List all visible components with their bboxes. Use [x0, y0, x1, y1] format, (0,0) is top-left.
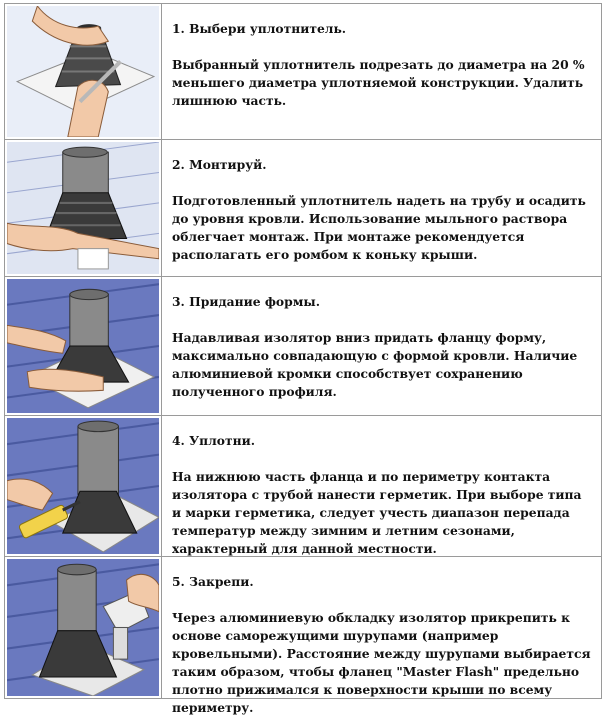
- step-row-1: 1. Выбери уплотнитель. Выбранный уплотни…: [5, 4, 601, 140]
- step-title: 2. Монтируй.: [172, 157, 267, 172]
- step-title: 5. Закрепи.: [172, 574, 254, 589]
- cutting-seal-icon: [7, 6, 159, 137]
- step-5-text-cell: 5. Закрепи. Через алюминиевую обкладку и…: [162, 557, 601, 715]
- step-4-text-cell: 4. Уплотни. На нижнюю часть фланца и по …: [162, 416, 601, 556]
- step-3-text-cell: 3. Придание формы. Надавливая изолятор в…: [162, 277, 601, 415]
- step-2-illustration: [5, 140, 162, 276]
- sealant-gun-icon: [7, 418, 159, 554]
- step-description: Надавливая изолятор вниз придать фланцу …: [172, 330, 578, 399]
- step-row-2: 2. Монтируй. Подготовленный уплотнитель …: [5, 140, 601, 277]
- step-4-illustration: [5, 416, 162, 556]
- step-2-text-cell: 2. Монтируй. Подготовленный уплотнитель …: [162, 140, 601, 276]
- instruction-table: 1. Выбери уплотнитель. Выбранный уплотни…: [4, 3, 602, 715]
- step-5-illustration: [5, 557, 162, 698]
- step-title: 4. Уплотни.: [172, 433, 255, 448]
- step-description: Выбранный уплотнитель подрезать до диаме…: [172, 57, 585, 108]
- drill-screw-icon: [7, 559, 159, 696]
- step-1-text-cell: 1. Выбери уплотнитель. Выбранный уплотни…: [162, 4, 601, 139]
- step-row-3: 3. Придание формы. Надавливая изолятор в…: [5, 277, 601, 416]
- step-description: Подготовленный уплотнитель надеть на тру…: [172, 193, 586, 262]
- step-row-4: 4. Уплотни. На нижнюю часть фланца и по …: [5, 416, 601, 557]
- step-title: 1. Выбери уплотнитель.: [172, 21, 347, 36]
- step-title: 3. Придание формы.: [172, 294, 321, 309]
- step-1-illustration: [5, 4, 162, 139]
- step-3-illustration: [5, 277, 162, 415]
- shaping-flange-icon: [7, 279, 159, 413]
- step-description: Через алюминиевую обкладку изолятор прик…: [172, 610, 591, 715]
- step-description: На нижнюю часть фланца и по периметру ко…: [172, 469, 582, 556]
- mounting-seal-icon: [7, 142, 159, 274]
- step-row-5: 5. Закрепи. Через алюминиевую обкладку и…: [5, 557, 601, 715]
